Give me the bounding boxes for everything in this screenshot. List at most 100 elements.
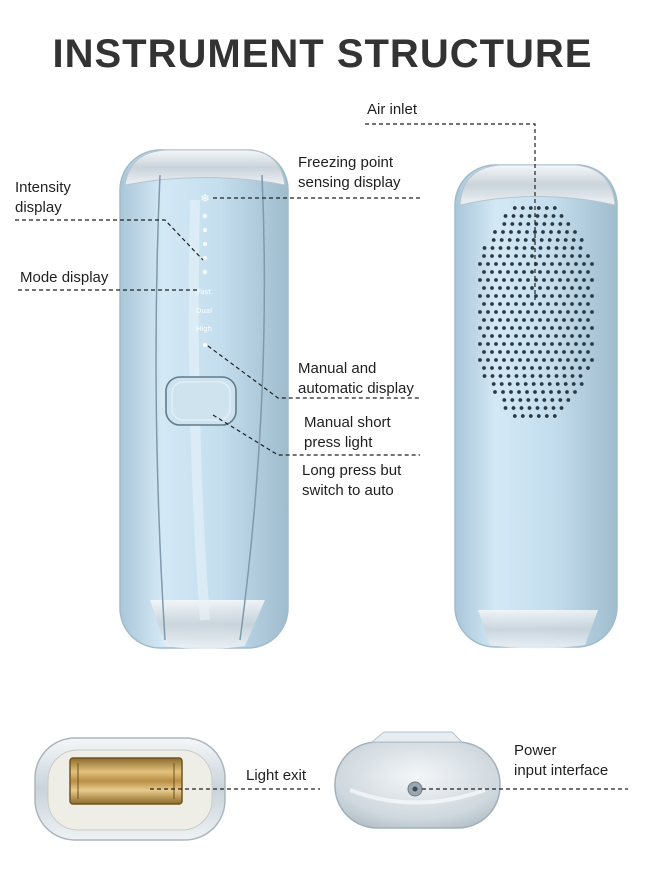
vent-hole <box>578 334 582 338</box>
vent-hole <box>547 374 551 378</box>
vent-hole <box>498 334 502 338</box>
vent-hole <box>504 406 508 410</box>
vent-hole <box>590 358 594 362</box>
vent-hole <box>494 294 498 298</box>
vent-hole <box>526 310 530 314</box>
vent-hole <box>493 230 497 234</box>
vent-hole <box>486 262 490 266</box>
vent-hole <box>507 374 511 378</box>
intensity-led-4 <box>203 256 207 260</box>
vent-hole <box>534 358 538 362</box>
vent-hole <box>504 214 508 218</box>
vent-hole <box>566 398 570 402</box>
vent-hole <box>541 390 545 394</box>
vent-hole <box>490 318 494 322</box>
vent-hole <box>555 246 559 250</box>
vent-hole <box>574 358 578 362</box>
vent-hole <box>531 246 535 250</box>
vent-hole <box>494 342 498 346</box>
vent-hole <box>542 262 546 266</box>
vent-hole <box>501 390 505 394</box>
vent-hole <box>513 414 517 418</box>
vent-hole <box>546 302 550 306</box>
vent-hole <box>542 358 546 362</box>
vent-hole <box>578 254 582 258</box>
vent-hole <box>514 254 518 258</box>
vent-hole <box>566 310 570 314</box>
vent-hole <box>582 294 586 298</box>
vent-hole <box>516 238 520 242</box>
vent-hole <box>544 214 548 218</box>
vent-hole <box>492 238 496 242</box>
vent-hole <box>528 406 532 410</box>
vent-hole <box>536 406 540 410</box>
vent-hole <box>502 222 506 226</box>
vent-hole <box>498 350 502 354</box>
vent-hole <box>482 318 486 322</box>
vent-hole <box>557 390 561 394</box>
vent-hole <box>522 318 526 322</box>
vent-hole <box>486 294 490 298</box>
vent-hole <box>590 294 594 298</box>
vent-hole <box>570 366 574 370</box>
vent-hole <box>526 294 530 298</box>
vent-hole <box>564 382 568 386</box>
vent-hole <box>526 398 530 402</box>
vent-hole <box>582 278 586 282</box>
vent-hole <box>586 286 590 290</box>
vent-hole <box>562 302 566 306</box>
vent-hole <box>525 230 529 234</box>
vent-hole <box>556 238 560 242</box>
vent-hole <box>550 262 554 266</box>
vent-hole <box>542 294 546 298</box>
vent-hole <box>546 350 550 354</box>
vent-hole <box>572 238 576 242</box>
vent-hole <box>562 334 566 338</box>
vent-hole <box>538 302 542 306</box>
vent-hole <box>522 334 526 338</box>
vent-hole <box>578 366 582 370</box>
vent-hole <box>555 374 559 378</box>
vent-hole <box>506 366 510 370</box>
vent-hole <box>521 414 525 418</box>
vent-hole <box>526 326 530 330</box>
label-light-exit: Light exit <box>246 766 306 786</box>
vent-hole <box>510 326 514 330</box>
vent-hole <box>486 326 490 330</box>
vent-hole <box>514 302 518 306</box>
vent-hole <box>558 278 562 282</box>
vent-hole <box>540 382 544 386</box>
vent-hole <box>510 278 514 282</box>
vent-hole <box>554 350 558 354</box>
vent-hole <box>521 206 525 210</box>
vent-hole <box>518 222 522 226</box>
vent-hole <box>558 310 562 314</box>
vent-hole <box>550 398 554 402</box>
vent-hole <box>500 238 504 242</box>
vent-hole <box>498 286 502 290</box>
vent-hole <box>491 246 495 250</box>
vent-hole <box>562 350 566 354</box>
vent-hole <box>572 382 576 386</box>
vent-hole <box>540 238 544 242</box>
vent-hole <box>486 278 490 282</box>
vent-hole <box>562 366 566 370</box>
vent-hole <box>530 302 534 306</box>
vent-hole <box>586 334 590 338</box>
vent-hole <box>506 286 510 290</box>
vent-hole <box>590 310 594 314</box>
vent-hole <box>518 310 522 314</box>
vent-hole <box>574 294 578 298</box>
vent-hole <box>506 334 510 338</box>
vent-hole <box>534 326 538 330</box>
vent-hole <box>530 254 534 258</box>
vent-hole <box>582 262 586 266</box>
vent-hole <box>537 414 541 418</box>
vent-hole <box>512 406 516 410</box>
vent-hole <box>552 406 556 410</box>
vent-hole <box>529 414 533 418</box>
vent-hole <box>586 318 590 322</box>
vent-hole <box>502 326 506 330</box>
vent-hole <box>493 390 497 394</box>
power-button[interactable] <box>166 377 236 425</box>
